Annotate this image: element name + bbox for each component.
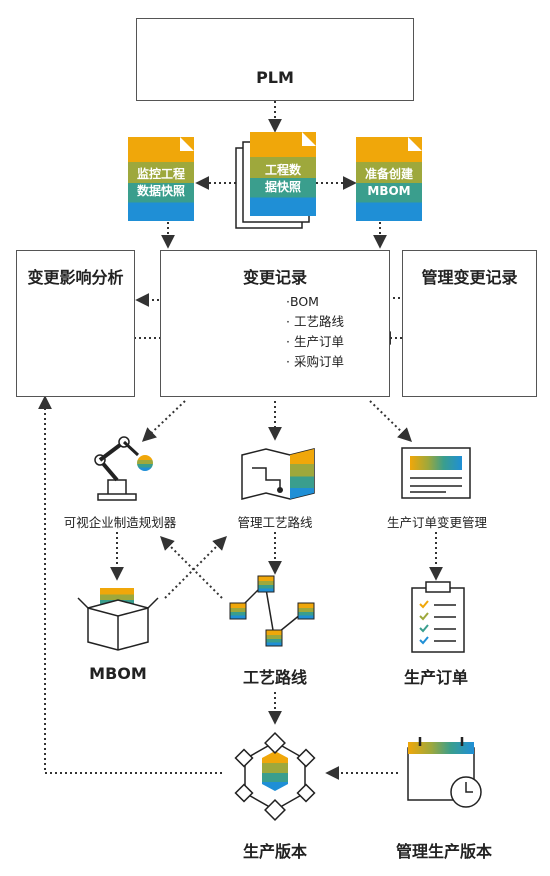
engineering-snapshot-line-2: 据快照 [264, 180, 301, 194]
monitor-snapshot-line-1: 监控工程 [136, 167, 185, 181]
manage-production-version-label: 管理生产版本 [395, 842, 492, 861]
monitor-snapshot-line-2: 数据快照 [136, 184, 185, 198]
plm-box[interactable] [136, 18, 414, 101]
snapshot-stack-icon [235, 132, 316, 229]
engineering-snapshot-label: 工程数 据快照 [250, 162, 316, 196]
planner-label: 可视企业制造规划器 [63, 515, 177, 530]
change-item-routing: · 工艺路线 [286, 314, 344, 329]
routing-management-label: 管理工艺路线 [237, 515, 313, 530]
routing-label: 工艺路线 [242, 668, 307, 687]
prepare-mbom-line-2: MBOM [367, 184, 411, 198]
production-version-label: 生产版本 [242, 842, 307, 861]
mbom-label: MBOM [89, 664, 147, 683]
change-item-purchase-order: · 采购订单 [286, 354, 344, 369]
routing-network-icon [229, 575, 315, 647]
monitor-snapshot-label: 监控工程 数据快照 [128, 166, 194, 200]
change-record-title: 变更记录 [242, 268, 307, 287]
change-record-items: ·BOM · 工艺路线 · 生产订单 · 采购订单 [286, 292, 344, 372]
order-change-report-icon [401, 447, 471, 499]
change-record-box[interactable] [160, 250, 390, 397]
monitor-snapshot-doc-icon [128, 137, 194, 221]
robot-arm-icon [94, 436, 153, 501]
plm-label: PLM [256, 68, 294, 87]
prepare-mbom-label: 准备创建 MBOM [356, 166, 422, 200]
order-change-management-label: 生产订单变更管理 [386, 515, 487, 530]
mbom-box-icon [77, 588, 159, 651]
impact-analysis-title: 变更影响分析 [27, 268, 124, 287]
engineering-snapshot-line-1: 工程数 [264, 163, 301, 177]
change-item-bom: ·BOM [286, 294, 319, 309]
clipboard-icon [411, 581, 465, 653]
production-order-label: 生产订单 [403, 668, 468, 687]
production-version-hex-icon [234, 732, 316, 821]
manage-change-record-box[interactable] [402, 250, 537, 397]
prepare-mbom-doc-icon [356, 137, 422, 221]
calendar-clock-icon [407, 737, 482, 808]
impact-analysis-box[interactable] [16, 250, 135, 397]
routing-map-icon [241, 448, 315, 500]
prepare-mbom-line-1: 准备创建 [364, 167, 413, 181]
manage-change-record-title: 管理变更记录 [421, 268, 518, 287]
change-item-production-order: · 生产订单 [286, 334, 344, 349]
